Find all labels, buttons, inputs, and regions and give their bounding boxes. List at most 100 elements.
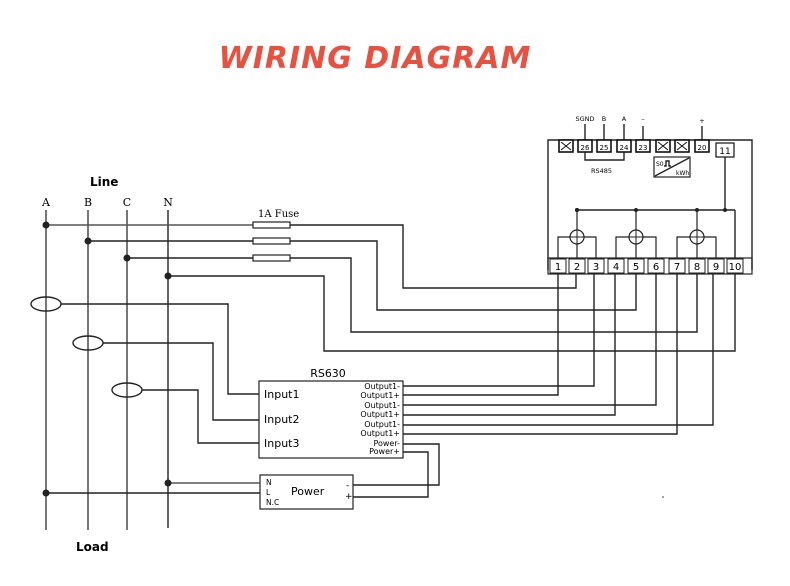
rs630-title: RS630 — [310, 367, 346, 380]
rs485-label: RS485 — [591, 167, 612, 175]
wire-out2-minus-to-terminal-6 — [403, 270, 657, 406]
bus-junction — [575, 208, 579, 212]
terminal-3 — [587, 258, 605, 274]
wire-fuse-c-to-terminal-8 — [290, 257, 698, 333]
rs630-output-1: Output1- — [364, 382, 400, 391]
fuse-a — [252, 221, 291, 229]
label-sgnd: SGND — [575, 115, 594, 123]
diagram-title: WIRING DIAGRAM — [219, 41, 532, 76]
junction-a — [42, 221, 50, 229]
pulse-waveform-icon — [664, 160, 671, 167]
bus-junction-right — [723, 208, 727, 212]
terminal-label: 5 — [633, 262, 639, 273]
wire-ct-c-to-input3 — [142, 389, 259, 444]
load-label: Load — [76, 540, 109, 554]
wire-fuse-a-to-terminal-2 — [290, 224, 577, 289]
terminal-label: 8 — [694, 262, 700, 273]
terminal-label: 24 — [620, 144, 629, 152]
line-label: Line — [90, 175, 118, 189]
rs630-box — [258, 380, 404, 459]
terminal-label: 9 — [713, 262, 719, 273]
label-plus: + — [699, 117, 704, 125]
phase-label-n: N — [163, 196, 173, 209]
rs630-input3: Input3 — [264, 437, 299, 450]
power-pin-l: L — [266, 488, 271, 497]
rs630-output-5: Output1- — [364, 420, 400, 429]
phase-label-b: B — [84, 196, 92, 209]
terminal-11-label: 11 — [719, 147, 730, 157]
wire-fuse-b-to-terminal-5 — [290, 240, 637, 311]
terminal-20 — [694, 139, 710, 153]
wire-out1-minus-to-terminal-3 — [403, 270, 595, 387]
junction-c — [123, 254, 131, 262]
fuse-b — [252, 237, 291, 245]
rs630-output-4: Output1+ — [360, 410, 400, 419]
junction-n — [164, 272, 172, 280]
cross-icon — [657, 141, 669, 151]
terminal-25 — [596, 139, 612, 153]
meter-body — [547, 139, 753, 270]
terminal-label: 25 — [600, 144, 609, 152]
wire-n-to-terminal-10 — [168, 270, 736, 352]
wire-ct-a-to-input1 — [61, 303, 259, 395]
bus-junction — [634, 208, 638, 212]
wire-power-plus — [353, 451, 429, 498]
pulse-symbol-diagonal — [654, 157, 690, 177]
pulse-kwh: kWh — [676, 170, 689, 177]
terminal-9 — [707, 258, 725, 274]
wire-out3-minus-to-terminal-9 — [403, 270, 714, 426]
power-pin-nc: N.C — [266, 498, 279, 507]
rs630-input1: Input1 — [264, 388, 299, 401]
power-box — [259, 474, 354, 510]
rs630-input2: Input2 — [264, 413, 299, 426]
wire-out1-plus-to-terminal-1 — [403, 270, 559, 396]
terminal-label: 4 — [613, 262, 619, 273]
cross-icon — [676, 141, 688, 151]
junction-b — [84, 237, 92, 245]
power-pin-minus: - — [346, 481, 349, 491]
phase-label-a: A — [41, 196, 51, 209]
rs630-output-6: Output1+ — [360, 429, 400, 438]
junction-n-power — [164, 479, 172, 487]
terminal-label: 1 — [555, 262, 561, 273]
rs485-bracket — [584, 152, 625, 161]
power-pin-plus: + — [345, 492, 353, 502]
wire-power-minus — [353, 443, 440, 486]
rs630-power-plus: Power+ — [369, 447, 400, 456]
label-minus: – — [641, 115, 644, 123]
terminal-label: 2 — [574, 262, 580, 273]
terminal-label: 6 — [653, 262, 659, 273]
wire-ct-b-to-input2 — [103, 342, 259, 421]
rs630-power-minus: Power- — [373, 439, 400, 448]
fuse-c — [252, 254, 291, 262]
terminal-8 — [688, 258, 706, 274]
terminal-label: 7 — [674, 262, 680, 273]
terminal-23 — [635, 139, 651, 153]
cross-icon — [560, 141, 572, 151]
terminal-7 — [668, 258, 686, 274]
terminal-2 — [568, 258, 586, 274]
terminal-label: 20 — [698, 144, 707, 152]
wire-out3-plus-to-terminal-7 — [403, 270, 678, 435]
power-title: Power — [291, 485, 325, 498]
junction-a-power — [42, 489, 50, 497]
fuse-label: 1A Fuse — [258, 209, 299, 220]
terminal-label: 23 — [639, 144, 648, 152]
power-pin-n: N — [266, 478, 272, 487]
terminal-strip — [547, 257, 753, 275]
phase-label-c: C — [123, 196, 131, 209]
terminal-label: 26 — [581, 144, 590, 152]
terminal-4 — [607, 258, 625, 274]
terminal-10 — [726, 258, 744, 274]
rs630-output-2: Output1+ — [360, 391, 400, 400]
wire-out2-plus-to-terminal-4 — [403, 270, 616, 416]
terminal-label: 3 — [593, 262, 599, 273]
terminal-1 — [549, 258, 567, 274]
label-b: B — [602, 115, 606, 123]
terminal-6 — [647, 258, 665, 274]
pulse-s0: S0 — [656, 161, 664, 168]
stray-mark — [662, 496, 664, 498]
terminal-5 — [627, 258, 645, 274]
rs630-output-3: Output1- — [364, 401, 400, 410]
